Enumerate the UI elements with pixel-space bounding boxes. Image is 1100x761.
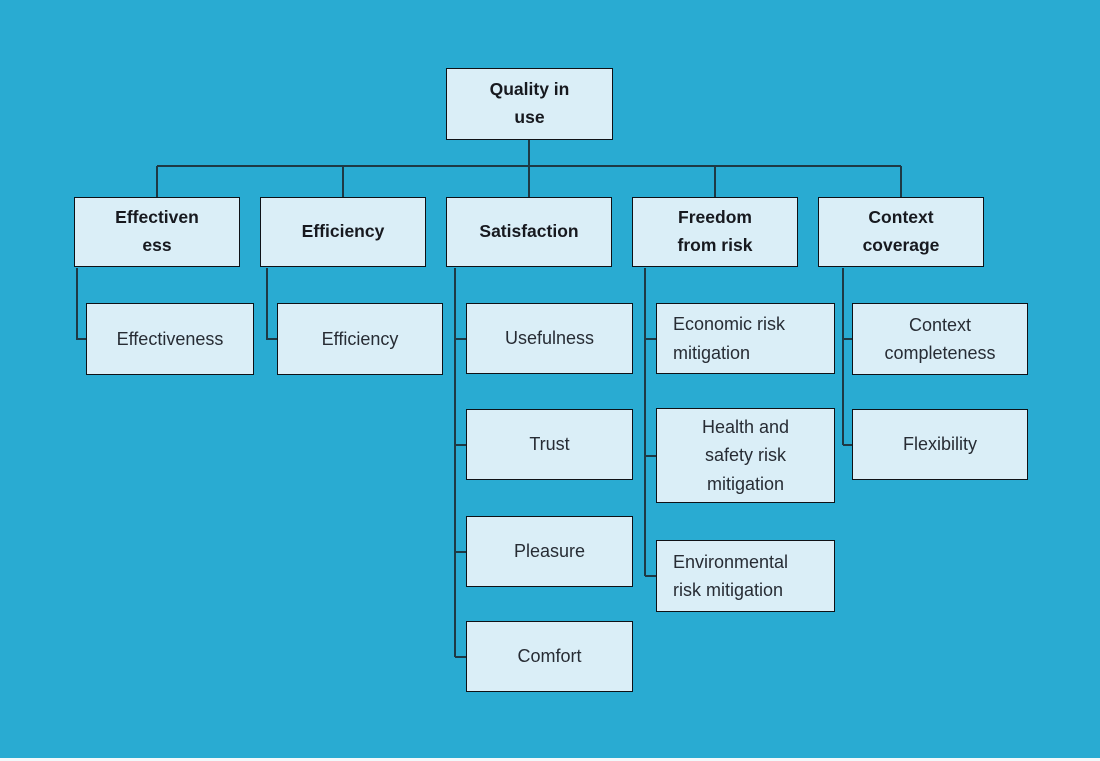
node-health-and-safety-risk-mitigation[interactable]: Health and safety risk mitigation bbox=[656, 408, 835, 503]
node-label-line: Usefulness bbox=[504, 328, 595, 349]
node-effectiveness[interactable]: Effectiveness bbox=[86, 303, 254, 375]
node-effectiveness-category[interactable]: Effectiven ess bbox=[74, 197, 240, 267]
node-comfort[interactable]: Comfort bbox=[466, 621, 633, 692]
connector-satisfaction-branch[interactable] bbox=[454, 268, 467, 658]
node-label-line: Health and bbox=[701, 416, 790, 437]
node-satisfaction-category[interactable]: Satisfaction bbox=[446, 197, 612, 267]
connector-root-to-categories[interactable] bbox=[156, 140, 902, 197]
node-label-line: Efficiency bbox=[301, 221, 385, 242]
node-label-line: Freedom bbox=[678, 207, 752, 228]
node-label-line: mitigation bbox=[706, 473, 785, 494]
node-label-line: Economic risk bbox=[673, 314, 786, 335]
node-label-line: from risk bbox=[677, 235, 753, 255]
node-label-line: completeness bbox=[884, 343, 996, 363]
node-label-line: use bbox=[514, 107, 545, 127]
node-trust[interactable]: Trust bbox=[466, 409, 633, 480]
connector-freedom-from-risk-branch[interactable] bbox=[644, 268, 657, 577]
node-label-line: Efficiency bbox=[321, 328, 399, 349]
node-label-line: Effectiven bbox=[115, 207, 199, 228]
node-label-line: Effectiveness bbox=[116, 328, 224, 349]
node-label-line: Flexibility bbox=[902, 434, 977, 455]
node-label-line: Trust bbox=[529, 434, 570, 455]
node-economic-risk-mitigation[interactable]: Economic risk mitigation bbox=[656, 303, 835, 374]
node-quality-in-use[interactable]: Quality in use bbox=[446, 68, 613, 140]
node-label-line: ess bbox=[142, 235, 172, 255]
node-label-line: Satisfaction bbox=[479, 221, 579, 242]
node-label-line: safety risk bbox=[704, 445, 787, 466]
node-flexibility[interactable]: Flexibility bbox=[852, 409, 1028, 480]
canvas-bottom-edge bbox=[0, 758, 1100, 761]
node-label-line: risk mitigation bbox=[673, 580, 784, 600]
node-efficiency[interactable]: Efficiency bbox=[277, 303, 443, 375]
node-usefulness[interactable]: Usefulness bbox=[466, 303, 633, 374]
node-freedom-from-risk-category[interactable]: Freedom from risk bbox=[632, 197, 798, 267]
connector-efficiency-branch[interactable] bbox=[266, 268, 278, 340]
connector-context-coverage-branch[interactable] bbox=[842, 268, 853, 446]
node-label-line: mitigation bbox=[673, 342, 751, 363]
node-label-line: Context bbox=[868, 207, 934, 228]
node-environmental-risk-mitigation[interactable]: Environmental risk mitigation bbox=[656, 540, 835, 612]
connector-effectiveness-branch[interactable] bbox=[76, 268, 87, 340]
node-label-line: Environmental bbox=[673, 551, 789, 572]
node-label-line: Comfort bbox=[517, 646, 582, 667]
node-efficiency-category[interactable]: Efficiency bbox=[260, 197, 426, 267]
node-context-coverage-category[interactable]: Context coverage bbox=[818, 197, 984, 267]
node-label-line: Pleasure bbox=[513, 541, 586, 562]
node-label-line: coverage bbox=[862, 235, 940, 255]
node-label-line: Quality in bbox=[489, 79, 570, 100]
node-context-completeness[interactable]: Context completeness bbox=[852, 303, 1028, 375]
node-label-line: Context bbox=[908, 314, 972, 335]
node-pleasure[interactable]: Pleasure bbox=[466, 516, 633, 587]
